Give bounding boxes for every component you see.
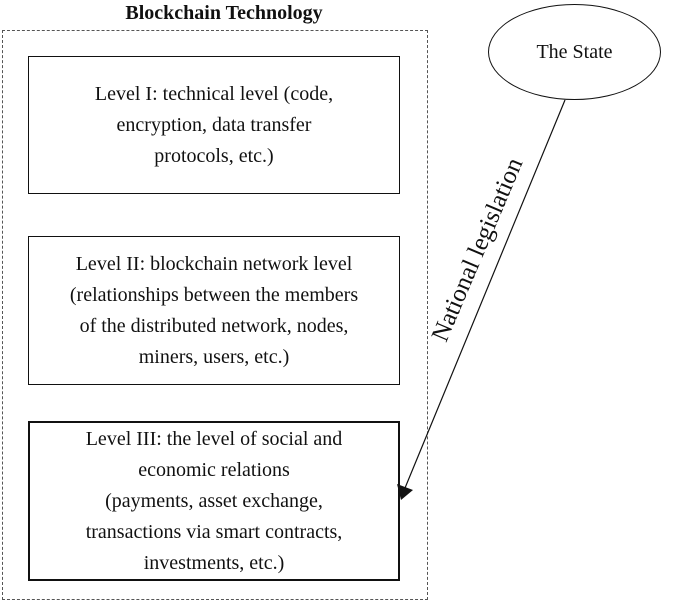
level-1-text: Level I: technical level (code, encrypti… <box>94 82 334 167</box>
level-2-text: Level II: blockchain network level (rela… <box>69 252 359 368</box>
arrow-line <box>404 99 566 489</box>
level-3-text: Level III: the level of social and econo… <box>85 427 343 574</box>
level-3-box: Level III: the level of social and econo… <box>28 421 400 581</box>
state-ellipse: The State <box>488 4 661 100</box>
national-legislation-label: National legislation <box>426 154 529 346</box>
diagram-title: Blockchain Technology <box>125 2 323 24</box>
state-label: The State <box>536 40 613 63</box>
level-2-box: Level II: blockchain network level (rela… <box>28 236 400 385</box>
level-1-box: Level I: technical level (code, encrypti… <box>28 56 400 194</box>
